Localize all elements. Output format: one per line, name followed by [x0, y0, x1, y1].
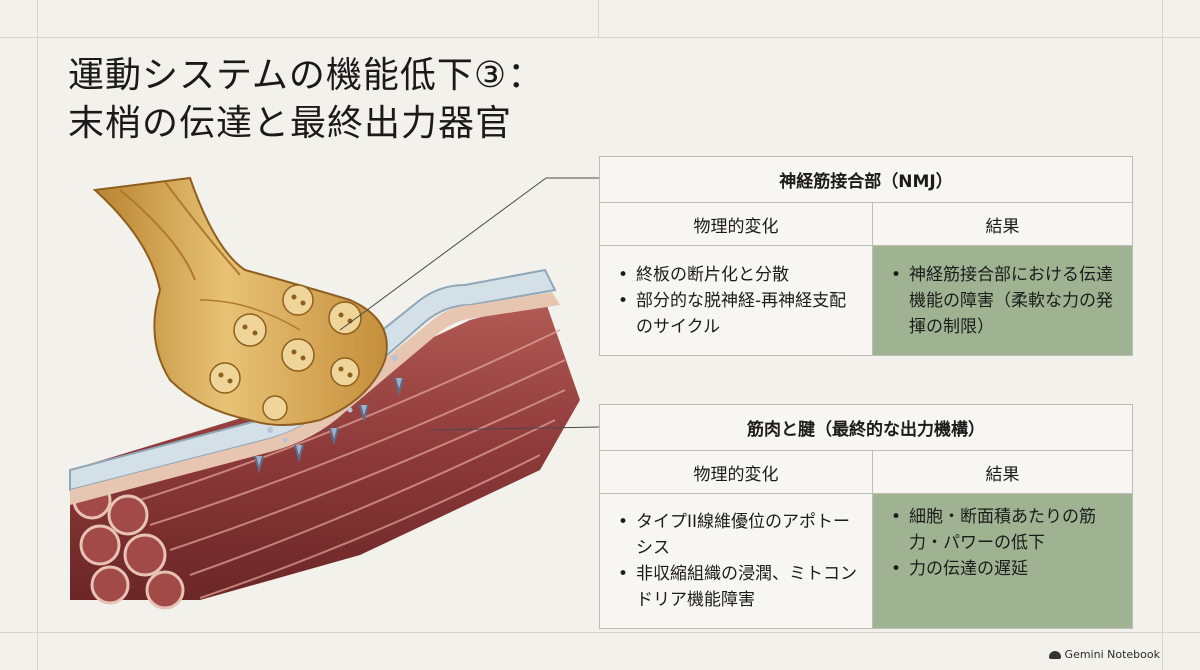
muscle-tendon-table: 筋肉と腱（最終的な出力機構） 物理的変化 結果 タイプII線維優位のアポトーシス… [599, 404, 1133, 629]
list-item: 部分的な脱神経-再神経支配のサイクル [614, 288, 862, 340]
frame-line-right [1162, 0, 1163, 670]
list-item: 非収縮組織の浸潤、ミトコンドリア機能障害 [614, 561, 862, 613]
list-item: 細胞・断面積あたりの筋力・パワーの低下 [887, 504, 1122, 556]
nmj-illustration [69, 176, 601, 610]
nmj-result-header: 結果 [871, 202, 1134, 246]
frame-line-top [0, 37, 1200, 38]
list-item: タイプII線維優位のアポトーシス [614, 509, 862, 561]
muscle-physical-cell: タイプII線維優位のアポトーシス 非収縮組織の浸潤、ミトコンドリア機能障害 [599, 493, 873, 629]
nmj-table: 神経筋接合部（NMJ） 物理的変化 結果 終板の断片化と分散 部分的な脱神経-再… [598, 156, 1134, 356]
list-item: 終板の断片化と分散 [614, 262, 862, 288]
nmj-table-title: 神経筋接合部（NMJ） [598, 156, 1134, 203]
muscle-result-cell: 細胞・断面積あたりの筋力・パワーの低下 力の伝達の遅延 [872, 493, 1133, 629]
gemini-notebook-logo: Gemini Notebook [1048, 648, 1160, 661]
frame-line-center-top [598, 0, 599, 37]
muscle-table-title: 筋肉と腱（最終的な出力機構） [599, 404, 1133, 451]
nmj-physical-cell: 終板の断片化と分散 部分的な脱神経-再神経支配のサイクル [599, 245, 873, 356]
frame-line-left [37, 0, 38, 670]
gemini-notebook-icon [1048, 650, 1061, 659]
list-item: 神経筋接合部における伝達機能の障害（柔軟な力の発揮の制限） [887, 262, 1122, 340]
nmj-physical-header: 物理的変化 [599, 202, 873, 246]
gemini-notebook-label: Gemini Notebook [1064, 648, 1160, 661]
nmj-result-cell: 神経筋接合部における伝達機能の障害（柔軟な力の発揮の制限） [871, 245, 1134, 356]
slide-title-line2: 末梢の伝達と最終出力器官 [68, 103, 513, 144]
muscle-result-header: 結果 [872, 450, 1133, 494]
muscle-physical-header: 物理的変化 [599, 450, 873, 494]
slide-title-line1: 運動システムの機能低下③： [68, 55, 545, 96]
list-item: 力の伝達の遅延 [887, 556, 1122, 582]
frame-line-bottom [0, 632, 1200, 633]
slide-title: 運動システムの機能低下③： 末梢の伝達と最終出力器官 [68, 52, 544, 148]
